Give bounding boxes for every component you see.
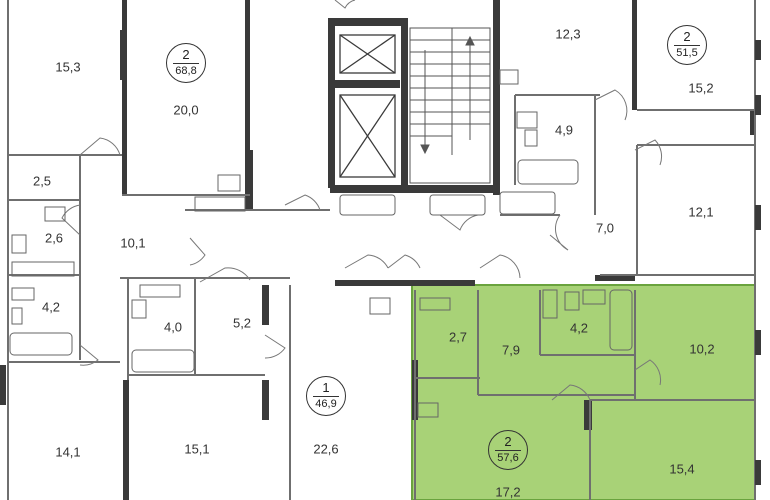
partition-walls — [7, 0, 756, 500]
windows — [755, 40, 761, 485]
room-area-label: 17,2 — [495, 484, 521, 500]
apartment-area: 51,5 — [676, 47, 698, 59]
room-area-label: 14,1 — [55, 444, 81, 460]
room-area-label: 4,2 — [41, 299, 61, 315]
room-area-label: 15,1 — [184, 441, 210, 457]
staircase — [409, 27, 491, 184]
bathroom-fixtures — [9, 69, 633, 418]
apartment-rooms: 2 — [182, 47, 190, 62]
apartment-badge-bottom-mid[interactable]: 1 46,9 — [306, 376, 346, 416]
room-area-label: 10,1 — [120, 235, 146, 251]
room-area-label: 4,0 — [163, 319, 183, 335]
room-area-label: 2,5 — [32, 173, 52, 189]
room-area-label: 7,9 — [501, 342, 521, 358]
room-area-label: 22,6 — [313, 441, 339, 457]
apartment-badge-selected[interactable]: 2 57,6 — [488, 430, 528, 470]
apartment-rooms: 2 — [683, 29, 691, 44]
badge-divider — [674, 45, 700, 46]
apartment-badge-top-left[interactable]: 2 68,8 — [166, 43, 206, 83]
room-area-label: 7,0 — [595, 220, 615, 236]
room-area-label: 15,3 — [55, 59, 81, 75]
room-area-label: 5,2 — [232, 315, 252, 331]
elevator-shafts — [339, 34, 396, 178]
door-swings — [61, 0, 663, 401]
apartment-rooms: 1 — [322, 380, 330, 395]
room-area-label: 2,6 — [44, 230, 64, 246]
apartment-area: 68,8 — [175, 65, 197, 77]
room-area-label: 2,7 — [448, 329, 468, 345]
room-area-label: 4,9 — [554, 122, 574, 138]
room-area-label: 20,0 — [173, 102, 199, 118]
apartment-badge-top-right[interactable]: 2 51,5 — [667, 25, 707, 65]
badge-divider — [313, 396, 339, 397]
room-area-label: 12,3 — [555, 26, 581, 42]
badge-divider — [173, 63, 199, 64]
badge-divider — [495, 450, 521, 451]
room-area-label: 4,2 — [569, 320, 589, 336]
room-area-label: 15,4 — [669, 461, 695, 477]
apartment-area: 46,9 — [315, 398, 337, 410]
room-area-label: 15,2 — [688, 80, 714, 96]
apartment-area: 57,6 — [497, 452, 519, 464]
selected-apartment-area[interactable] — [411, 284, 756, 500]
room-area-label: 12,1 — [688, 204, 714, 220]
apartment-rooms: 2 — [504, 434, 512, 449]
room-area-label: 10,2 — [689, 341, 715, 357]
